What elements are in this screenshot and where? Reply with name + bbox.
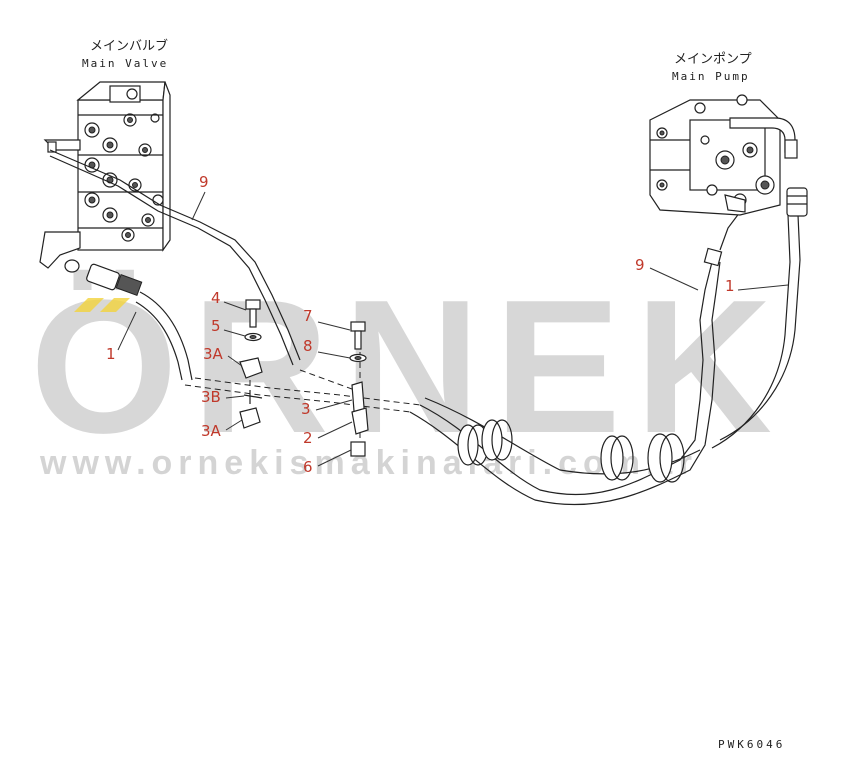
main-valve-label-jp: メインバルブ <box>90 38 168 54</box>
callout-bracket-3: 3 <box>301 400 311 418</box>
hardware-right <box>349 321 369 457</box>
callout-bolt-7: 7 <box>303 307 313 325</box>
callout-bolt-4: 4 <box>211 289 221 307</box>
hardware-left <box>239 299 263 429</box>
callout-tube-9-left: 9 <box>199 173 209 191</box>
main-pump-label-en: Main Pump <box>672 70 750 83</box>
main-valve-label-en: Main Valve <box>82 57 168 70</box>
callout-spacer-6: 6 <box>303 458 313 476</box>
callout-hose-1-right: 1 <box>725 277 735 295</box>
main-pump-label-jp: メインポンプ <box>674 52 752 67</box>
callout-tube-9-right: 9 <box>635 256 645 274</box>
callout-washer-8: 8 <box>303 337 313 355</box>
callouts: 1 9 4 5 3A 3B 3A 7 8 3 2 6 9 1 <box>106 173 789 476</box>
watermark-url: www.ornekismakinalari.com.tr <box>39 444 698 482</box>
watermark-text: ÖRNEK <box>30 261 786 473</box>
main-valve-drawing <box>39 81 171 273</box>
callout-clamp-2: 2 <box>303 429 313 447</box>
hose-1-left <box>86 263 193 381</box>
drawing-code: PWK6046 <box>718 738 785 751</box>
watermark-accent-mark <box>74 298 104 312</box>
callout-clamp-3A-top: 3A <box>203 345 224 363</box>
callout-washer-5: 5 <box>211 317 221 335</box>
watermark-accent-mark <box>100 298 130 312</box>
main-pump-drawing <box>649 94 798 216</box>
watermark: ÖRNEK www.ornekismakinalari.com.tr <box>30 261 786 482</box>
tubes-center <box>409 187 808 506</box>
tube-9-left <box>49 149 301 366</box>
callout-clamp-3A-bottom: 3A <box>201 422 222 440</box>
callout-bolt-3B: 3B <box>201 388 221 406</box>
callout-hose-1-left: 1 <box>106 345 116 363</box>
